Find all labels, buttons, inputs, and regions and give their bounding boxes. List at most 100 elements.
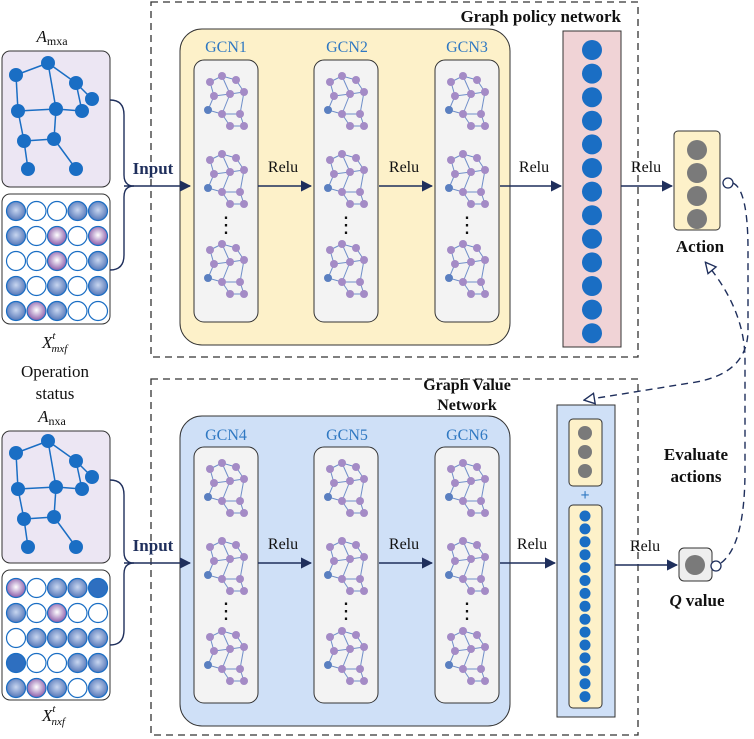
gcn6-graph-glyph (445, 627, 489, 685)
graph-node (226, 587, 234, 595)
adjacency-node (21, 162, 35, 176)
value-feature-node (579, 549, 591, 561)
graph-node (326, 543, 334, 551)
graph-node (226, 122, 234, 130)
feature-cell (46, 677, 68, 699)
gcn1-label: GCN1 (205, 39, 247, 56)
graph-node (226, 290, 234, 298)
graph-node (467, 509, 475, 517)
graph-node (218, 278, 226, 286)
graph-node (226, 509, 234, 517)
feature-cell (26, 250, 47, 272)
gcn4-graph-glyph (204, 459, 248, 517)
action-node (687, 163, 707, 183)
value-feature-node (579, 665, 591, 677)
graph-node (481, 166, 489, 174)
graph-node (236, 497, 244, 505)
q-value-output-port (710, 560, 722, 572)
graph-node (360, 475, 368, 483)
graph-node (459, 110, 467, 118)
feature-cell (67, 250, 88, 272)
feature-cell (46, 652, 68, 674)
graph-node (232, 631, 240, 639)
graph-node (473, 154, 481, 162)
graph-node (352, 463, 360, 471)
gcn2-graph-glyph (324, 72, 368, 130)
graph-node (473, 631, 481, 639)
gcn1-graph-glyph (204, 150, 248, 208)
feature-cell (67, 225, 88, 247)
adjacency-node (11, 104, 25, 118)
feature-cell (87, 652, 109, 674)
graph-node (477, 188, 485, 196)
graph-node (481, 677, 489, 685)
feature-cell (87, 602, 109, 624)
action-node (687, 186, 707, 206)
graph-node (346, 645, 354, 653)
value-feature-node (579, 652, 591, 664)
adjacency-node (17, 512, 31, 526)
graph-node (226, 168, 234, 176)
policy-vector-node (582, 63, 602, 84)
feature-cell (46, 627, 68, 649)
graph-node (240, 200, 248, 208)
gcn1-graph-glyph (204, 240, 248, 298)
graph-node (459, 627, 467, 635)
gcn2-graph-glyph (324, 240, 368, 298)
graph-node (240, 587, 248, 595)
graph-node (360, 509, 368, 517)
graph-node (330, 479, 338, 487)
value-action-node (578, 426, 592, 440)
graph-node (445, 106, 453, 114)
graph-node (473, 463, 481, 471)
value-feature-node (579, 562, 591, 574)
graph-node (346, 587, 354, 595)
adjacency-node (75, 482, 89, 496)
gcn5-graph-glyph (324, 627, 368, 685)
value-feature-node (579, 613, 591, 625)
gcn3-graph-glyph (445, 72, 489, 130)
input-label-bottom: Input (133, 536, 174, 555)
relu-label-gcn1-gcn2: Relu (268, 159, 298, 176)
graph-node (467, 200, 475, 208)
adjacency-node (9, 446, 23, 460)
feature-cell (5, 275, 27, 297)
feature-cell (5, 250, 27, 272)
adjacency-node (11, 482, 25, 496)
graph-node (240, 677, 248, 685)
value-feature-node (579, 639, 591, 651)
adjacency-node (85, 92, 99, 106)
adjacency-node (47, 132, 61, 146)
graph-node (356, 575, 364, 583)
value-network-title-line2: Network (437, 397, 497, 414)
value-feature-node (579, 691, 591, 703)
feature-cell (67, 602, 88, 624)
relu-label-gcn6-vector: Relu (517, 536, 547, 553)
graph-node (232, 541, 240, 549)
gcn6-label: GCN6 (446, 427, 488, 444)
graph-node (338, 575, 346, 583)
graph-node (330, 647, 338, 655)
feature-cell (46, 200, 68, 222)
graph-node (447, 246, 455, 254)
graph-node (226, 258, 234, 266)
action-to-value-arrow (585, 182, 749, 400)
graph-node (477, 665, 485, 673)
graph-node (338, 278, 346, 286)
relu-label-gcn3-vector: Relu (519, 159, 549, 176)
graph-node (356, 497, 364, 505)
action-label: Action (676, 237, 725, 256)
adjacency-edge (47, 440, 57, 488)
graph-node (451, 647, 459, 655)
graph-node (473, 541, 481, 549)
feature-cell (87, 250, 109, 272)
graph-node (218, 110, 226, 118)
graph-node (346, 122, 354, 130)
graph-node (236, 110, 244, 118)
graph-node (240, 122, 248, 130)
policy-vector-node (582, 181, 602, 202)
graph-node (451, 557, 459, 565)
graph-node (445, 184, 453, 192)
graph-node (206, 78, 214, 86)
